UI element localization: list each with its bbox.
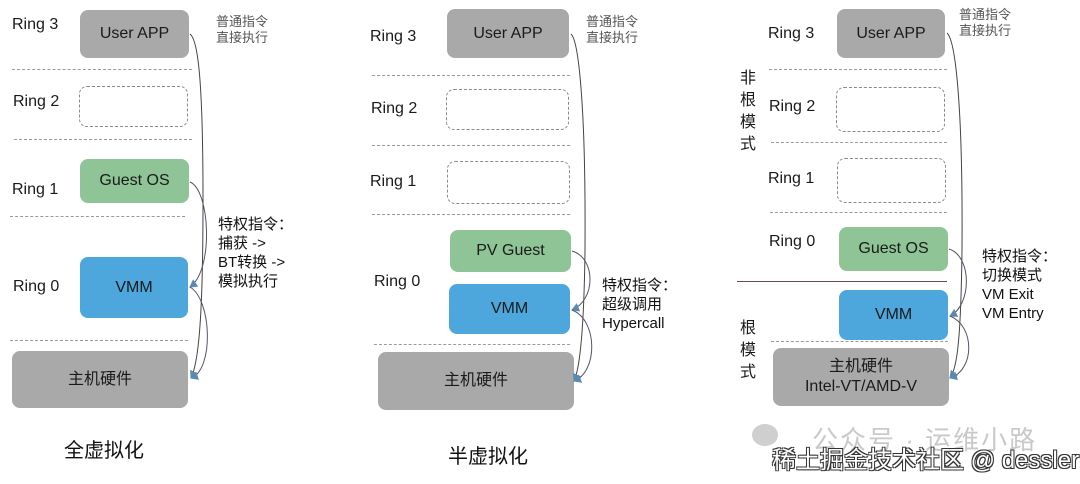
panel-caption: 半虚拟化 [448, 446, 528, 468]
vm-exit-arrow [948, 248, 967, 317]
normal-instruction-arrow [946, 32, 963, 379]
ring-0-label: Ring 0 [374, 273, 421, 290]
ring-1-empty-box [447, 161, 570, 204]
ring-3-label: Ring 3 [12, 16, 59, 33]
ring-divider [374, 344, 570, 345]
ring-divider [372, 75, 570, 76]
normal-instruction-arrow [189, 33, 204, 379]
trap-arrow [189, 181, 207, 288]
host-hardware-box: 主机硬件 [12, 351, 188, 408]
ring-divider [372, 145, 570, 146]
vmm-box: VMM [839, 290, 948, 340]
ring-2-empty-box [446, 89, 569, 130]
normal-instruction-note: 普通指令 直接执行 [586, 14, 639, 45]
root-mode-boundary [737, 281, 947, 282]
ring-divider [769, 69, 947, 70]
ring-3-label: Ring 3 [370, 28, 417, 45]
wechat-watermark: 公众号 · 运维小路 [812, 425, 1038, 455]
ring-0-label: Ring 0 [13, 278, 60, 295]
vmm-to-hardware-arrow [949, 315, 970, 381]
user-app-box: User APP [447, 9, 569, 58]
user-app-box: User APP [80, 10, 189, 58]
host-hardware-box: 主机硬件 [378, 352, 574, 410]
privileged-instruction-note: 特权指令： 超级调用 Hypercall [602, 277, 678, 332]
ring-divider [771, 142, 947, 143]
ring-divider [10, 216, 185, 217]
emulate-arrow [189, 286, 208, 380]
vmm-to-hardware-arrow [571, 309, 593, 383]
root-mode-label: 根模式 [739, 320, 756, 381]
ring-divider [12, 69, 192, 70]
ring-1-label: Ring 1 [768, 170, 815, 187]
ring-1-label: Ring 1 [12, 181, 59, 198]
normal-instruction-note: 普通指令 直接执行 [216, 14, 269, 45]
ring-divider [14, 139, 192, 140]
vmm-box: VMM [449, 284, 570, 334]
ring-2-empty-box [836, 87, 945, 132]
wechat-icon [752, 424, 778, 446]
ring-2-label: Ring 2 [13, 93, 60, 110]
guest-os-box: Guest OS [839, 227, 948, 271]
ring-2-empty-box [79, 86, 188, 127]
ring-2-label: Ring 2 [769, 98, 816, 115]
ring-2-label: Ring 2 [371, 100, 418, 117]
ring-divider [771, 341, 948, 342]
non-root-mode-label: 非根模式 [739, 70, 756, 153]
ring-0-label: Ring 0 [769, 233, 816, 250]
ring-1-label: Ring 1 [370, 173, 417, 190]
ring-3-label: Ring 3 [768, 25, 815, 42]
ring-divider [372, 214, 570, 215]
user-app-box: User APP [837, 9, 945, 58]
privileged-instruction-note: 特权指令： 捕获 -> BT转换 -> 模拟执行 [218, 216, 294, 290]
panel-caption: 全虚拟化 [64, 440, 144, 462]
ring-divider [770, 212, 947, 213]
normal-instruction-note: 普通指令 直接执行 [959, 7, 1012, 38]
ring-divider [10, 340, 188, 341]
host-hardware-box: 主机硬件 Intel-VT/AMD-V [773, 348, 949, 406]
guest-os-box: Guest OS [80, 159, 189, 203]
vmm-box: VMM [80, 257, 188, 318]
hypercall-arrow [571, 250, 591, 312]
normal-instruction-arrow [570, 33, 586, 382]
ring-1-empty-box [837, 158, 946, 203]
pv-guest-box: PV Guest [450, 230, 571, 272]
juejin-watermark: 稀土掘金技术社区 @ dessler [772, 447, 1080, 474]
privileged-instruction-note: 特权指令： 切换模式 VM Exit VM Entry [982, 248, 1058, 322]
